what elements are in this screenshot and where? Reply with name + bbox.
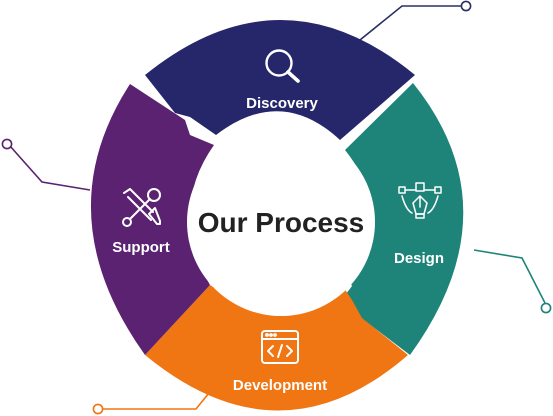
pen-tool-bezier-icon [398, 182, 442, 219]
code-window-icon [261, 330, 299, 364]
discovery-connector-dot [460, 0, 472, 12]
design-label: Design [394, 250, 444, 267]
development-segment [145, 285, 408, 411]
support-connector-line [9, 145, 91, 191]
design-connector-dot [540, 302, 552, 314]
discovery-connector-line [354, 5, 462, 45]
development-label: Development [233, 377, 327, 394]
development-connector-line [103, 387, 214, 410]
wrench-screwdriver-icon [122, 188, 161, 227]
discovery-segment [145, 20, 415, 140]
magnifier-icon [265, 49, 300, 83]
support-connector-dot [1, 138, 13, 150]
support-label: Support [112, 239, 170, 256]
development-connector-dot [92, 403, 104, 415]
design-connector-line [473, 249, 546, 304]
discovery-label: Discovery [246, 95, 318, 112]
design-segment [340, 83, 464, 355]
center-circle [187, 128, 375, 316]
center-title: Our Process [198, 207, 365, 238]
